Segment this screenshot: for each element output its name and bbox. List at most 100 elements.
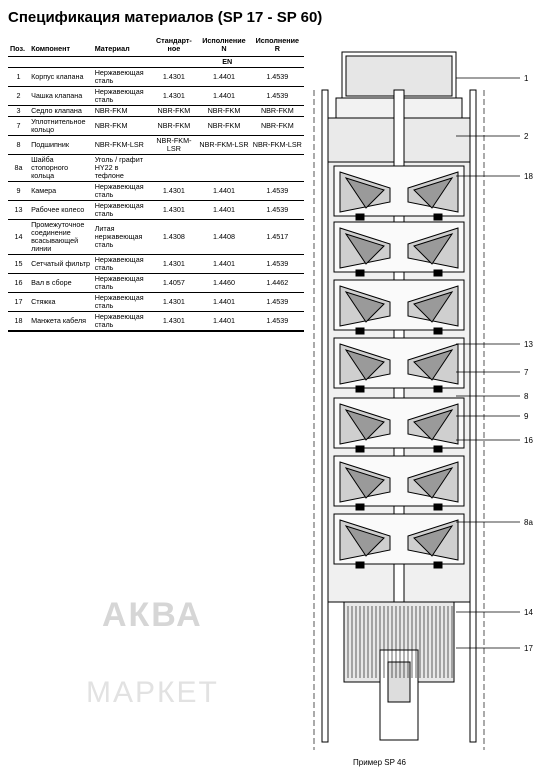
row-version-n	[197, 154, 251, 182]
row-version-r: 1.4539	[250, 67, 304, 87]
pump-stage	[333, 337, 465, 393]
callout-label: 9	[524, 412, 529, 421]
pump-stage	[333, 513, 465, 569]
pump-stage	[333, 397, 465, 453]
row-material: Нержавеющая сталь	[92, 181, 151, 201]
row-component: Чашка клапана	[29, 86, 93, 106]
row-version-r: 1.4539	[250, 181, 304, 201]
callout-label: 16	[524, 436, 533, 445]
row-component: Уплотнительное кольцо	[29, 116, 93, 136]
row-standard: 1.4301	[150, 311, 198, 332]
row-pos: 14	[8, 219, 30, 255]
callout-label: 7	[524, 368, 529, 377]
row-material: NBR-FKM-LSR	[92, 135, 151, 155]
row-version-n: 1.4401	[197, 86, 251, 106]
callout-label: 8a	[524, 518, 533, 527]
row-material: NBR-FKM	[92, 116, 151, 136]
pump-stage	[333, 165, 465, 221]
row-component: Стяжка	[29, 292, 93, 312]
row-pos: 16	[8, 273, 30, 293]
watermark-line2: МАРКЕТ	[86, 676, 219, 709]
row-version-n: NBR-FKM	[197, 105, 251, 117]
header-pos: Поз.	[8, 36, 30, 57]
row-standard: 1.4301	[150, 67, 198, 87]
row-version-r: 1.4462	[250, 273, 304, 293]
row-version-r: 1.4539	[250, 86, 304, 106]
row-component: Седло клапана	[29, 105, 93, 117]
row-version-n: 1.4401	[197, 254, 251, 274]
row-component: Шайба стопорного кольца	[29, 154, 93, 182]
row-pos: 1	[8, 67, 30, 87]
row-pos: 2	[8, 86, 30, 106]
pump-stage	[333, 221, 465, 277]
header-standard: Стандарт-ное	[150, 36, 198, 57]
row-version-r: NBR-FKM	[250, 116, 304, 136]
header-version-r: Исполнение R	[250, 36, 304, 57]
row-pos: 8a	[8, 154, 30, 182]
row-material: Нержавеющая сталь	[92, 254, 151, 274]
row-version-n: 1.4401	[197, 67, 251, 87]
header-material: Материал	[92, 36, 151, 57]
row-component: Корпус клапана	[29, 67, 93, 87]
row-version-n: 1.4401	[197, 181, 251, 201]
row-version-r: 1.4539	[250, 292, 304, 312]
pump-stage	[333, 455, 465, 511]
row-standard: 1.4301	[150, 254, 198, 274]
row-material: Нержавеющая сталь	[92, 292, 151, 312]
row-component: Рабочее колесо	[29, 200, 93, 220]
row-material: Нержавеющая сталь	[92, 200, 151, 220]
row-material: Нержавеющая сталь	[92, 86, 151, 106]
callout-label: 14	[524, 608, 533, 617]
row-standard: 1.4301	[150, 200, 198, 220]
row-standard: 1.4301	[150, 181, 198, 201]
row-version-n: NBR-FKM-LSR	[197, 135, 251, 155]
row-version-n: 1.4401	[197, 311, 251, 332]
row-version-r: 1.4539	[250, 254, 304, 274]
row-standard: NBR-FKM	[150, 116, 198, 136]
row-material: Литая нержавеющая сталь	[92, 219, 151, 255]
row-version-r: 1.4517	[250, 219, 304, 255]
row-pos: 7	[8, 116, 30, 136]
watermark-line1: АКВА	[102, 596, 203, 634]
row-component: Сетчатый фильтр	[29, 254, 93, 274]
callout-label: 1	[524, 74, 529, 83]
standard-label: EN	[150, 56, 304, 68]
header-version-n: Исполнение N	[197, 36, 251, 57]
callout-label: 13	[524, 340, 533, 349]
row-pos: 17	[8, 292, 30, 312]
row-pos: 3	[8, 105, 30, 117]
pump-stage	[333, 279, 465, 335]
row-standard: 1.4057	[150, 273, 198, 293]
row-material: Нержавеющая сталь	[92, 273, 151, 293]
callout-label: 17	[524, 644, 533, 653]
row-pos: 15	[8, 254, 30, 274]
row-version-r: 1.4539	[250, 311, 304, 332]
row-component: Промежуточное соединение всасывающей лин…	[29, 219, 93, 255]
table-header-row: Поз. Компонент Материал Стандарт-ное Исп…	[8, 36, 304, 57]
row-component: Вал в сборе	[29, 273, 93, 293]
row-version-r: NBR-FKM	[250, 105, 304, 117]
drawing-caption: Пример SP 46	[353, 758, 406, 767]
standard-row: EN	[8, 56, 304, 68]
row-material: Уголь / графит HY22 в тефлоне	[92, 154, 151, 182]
row-material: Нержавеющая сталь	[92, 311, 151, 332]
row-version-n: 1.4460	[197, 273, 251, 293]
callout-label: 2	[524, 132, 529, 141]
row-pos: 8	[8, 135, 30, 155]
row-version-n: 1.4401	[197, 200, 251, 220]
row-version-r: 1.4539	[250, 200, 304, 220]
row-standard: 1.4301	[150, 86, 198, 106]
row-pos: 9	[8, 181, 30, 201]
page-title: Спецификация материалов (SP 17 - SP 60)	[8, 9, 323, 26]
